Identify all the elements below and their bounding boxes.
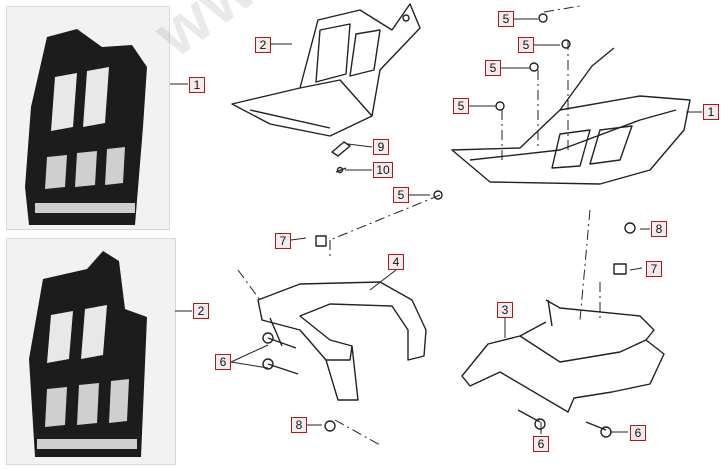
alignment-lines [237, 5, 601, 446]
callout-7-b: 7 [646, 261, 662, 277]
fasteners-right [315, 222, 636, 438]
callout-7-a: 7 [275, 233, 291, 249]
callout-10: 10 [373, 162, 393, 178]
callout-2: 2 [255, 37, 271, 53]
part-photo-2 [6, 238, 176, 465]
callout-5-c: 5 [485, 60, 501, 76]
callout-5-a: 5 [498, 11, 514, 27]
photo-2-shape [29, 251, 147, 457]
bumper-frame-part-3 [461, 299, 665, 413]
callout-4: 4 [388, 254, 404, 270]
callout-2-photo: 2 [193, 303, 209, 319]
callout-6-b: 6 [533, 436, 549, 452]
leader-lines [170, 18, 702, 434]
callout-6-a: 6 [215, 354, 231, 370]
callout-5-e: 5 [393, 187, 409, 203]
callout-3: 3 [497, 302, 513, 318]
skid-plate-part-2 [231, 3, 421, 137]
bolts-6-left [262, 332, 299, 375]
parts-9-10 [331, 141, 351, 174]
callout-5-b: 5 [518, 37, 534, 53]
callout-6-c: 6 [630, 425, 646, 441]
bumper-frame-part-4 [257, 281, 427, 401]
callout-9: 9 [373, 139, 389, 155]
callout-1: 1 [703, 104, 719, 120]
part-photo-1 [6, 6, 170, 230]
photo-1-shape [25, 29, 147, 225]
bolts-5 [433, 13, 571, 200]
skid-plate-part-1 [451, 47, 691, 185]
callout-8-b: 8 [651, 221, 667, 237]
callout-1-photo: 1 [189, 77, 205, 93]
callout-5-d: 5 [453, 98, 469, 114]
callout-8-a: 8 [291, 417, 307, 433]
